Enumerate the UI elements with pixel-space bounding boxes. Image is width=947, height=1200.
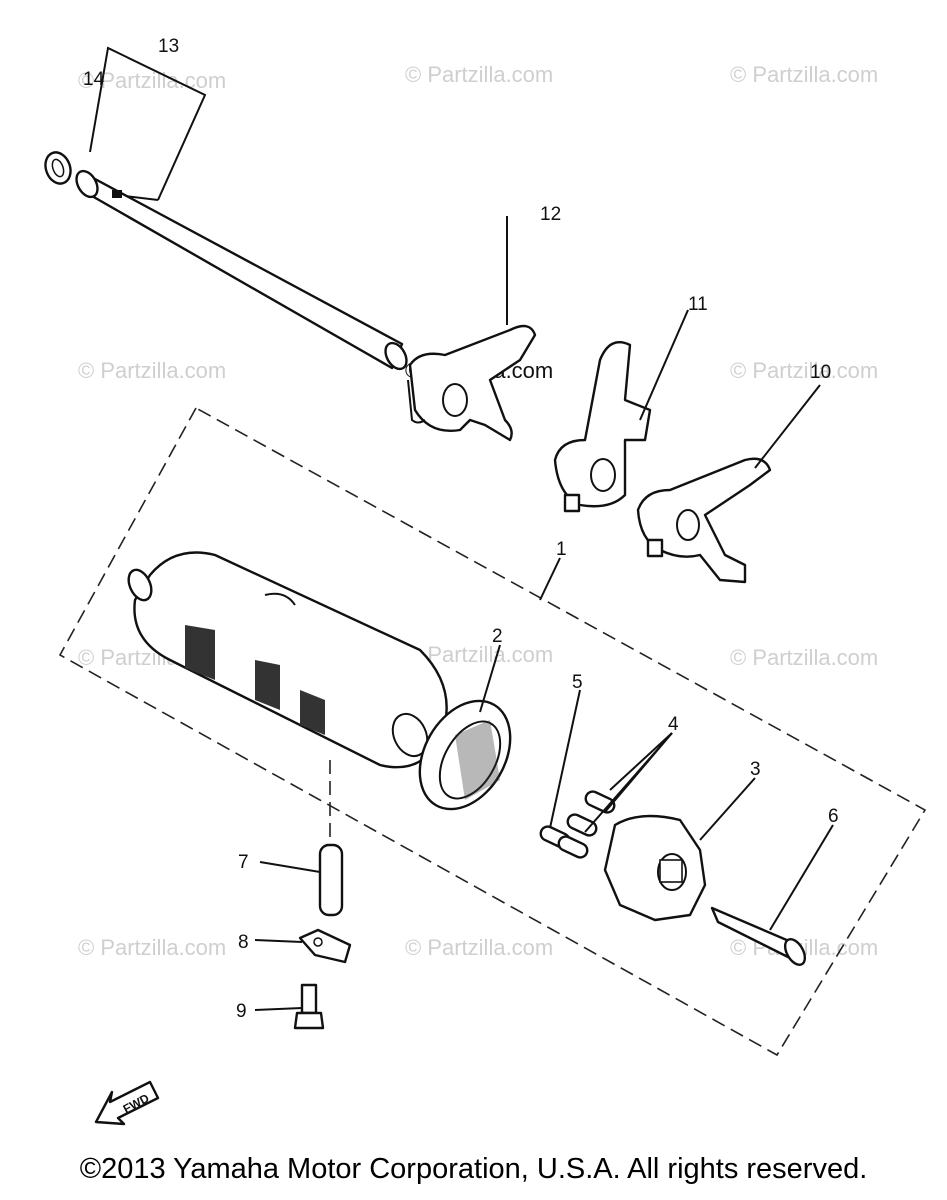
label-2: 2 [492,626,503,647]
assembly-boundary [58,406,927,1057]
circlip-14 [44,151,72,185]
watermark: © Partzilla.com [405,62,553,87]
screw-6 [710,906,807,966]
label-5: 5 [572,672,583,693]
label-7: 7 [238,852,249,873]
shift-fork-10 [636,457,772,584]
label-9: 9 [236,1001,247,1022]
watermark: © Partzilla.com [78,935,226,960]
label-3: 3 [750,759,761,780]
watermark: © Partzilla.com [730,62,878,87]
shift-drum [127,551,448,769]
label-11: 11 [688,294,708,315]
label-10: 10 [810,362,831,383]
label-12: 12 [540,204,561,225]
label-8: 8 [238,932,249,953]
bolt-9 [293,983,325,1030]
label-4: 4 [668,714,679,735]
segment-3 [603,814,707,922]
label-6: 6 [828,806,839,827]
shift-fork-12 [407,324,537,442]
label-13: 13 [158,36,179,57]
watermark: © Partzilla.com [78,358,226,383]
dowel-7 [318,760,344,917]
leader-lines [254,216,834,1011]
part-labels: 13 14 12 11 10 1 2 5 4 3 6 7 8 9 [83,36,839,1022]
pins [539,790,616,859]
shift-fork-11 [553,340,652,513]
forward-arrow-icon: FWD [94,1080,160,1126]
watermark: © Partzilla.com [405,935,553,960]
watermark: © Partzilla.com [730,645,878,670]
label-1: 1 [556,539,567,560]
copyright-notice: ©2013 Yamaha Motor Corporation, U.S.A. A… [79,1153,868,1185]
guide-bar-13 [75,169,408,371]
stopper-8 [298,928,352,964]
bracket-13-14 [89,46,207,201]
watermark: © Partzilla.com [730,358,878,383]
watermarks: © Partzilla.com © Partzilla.com © Partzi… [78,62,878,960]
label-14: 14 [83,69,105,90]
bearing-2 [418,699,512,811]
